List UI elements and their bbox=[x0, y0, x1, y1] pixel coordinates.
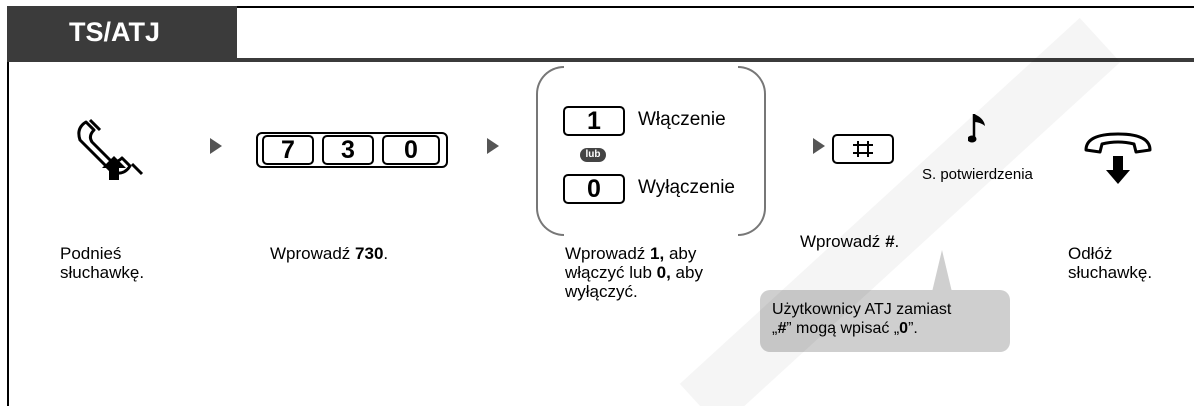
note-callout-pointer bbox=[932, 250, 952, 292]
header-rule bbox=[7, 58, 1194, 62]
key-3: 3 bbox=[322, 135, 374, 165]
step-arrow-2 bbox=[487, 138, 499, 154]
caption-hang-up: Odłóż słuchawkę. bbox=[1068, 244, 1153, 282]
confirmation-tone-icon bbox=[967, 112, 988, 146]
on-label: Włączenie bbox=[638, 109, 726, 130]
confirmation-tone-label: S. potwierdzenia bbox=[922, 166, 1033, 183]
caption-lift-handset: Podnieś słuchawkę. bbox=[60, 244, 145, 282]
choice-left-bracket bbox=[536, 66, 564, 236]
off-label: Wyłączenie bbox=[638, 177, 735, 198]
key-7: 7 bbox=[262, 135, 314, 165]
frame-top-border bbox=[7, 6, 1194, 8]
hash-key bbox=[832, 134, 894, 164]
key-0: 0 bbox=[382, 135, 440, 165]
step-arrow-3 bbox=[813, 138, 825, 154]
step-arrow-1 bbox=[210, 138, 222, 154]
handset-off-hook-icon bbox=[72, 118, 152, 184]
caption-enter-hash: Wprowadź #. bbox=[800, 232, 900, 251]
key-1: 1 bbox=[563, 106, 625, 136]
or-badge: lub bbox=[580, 148, 606, 162]
caption-enter-730: Wprowadź 730. bbox=[270, 244, 389, 263]
hash-key-glyph-icon bbox=[853, 141, 873, 157]
handset-on-hook-icon bbox=[1082, 128, 1154, 188]
frame-left-border bbox=[7, 6, 9, 406]
key-0-off: 0 bbox=[563, 174, 625, 204]
code-key-group bbox=[256, 132, 448, 168]
choice-right-bracket bbox=[738, 66, 766, 236]
section-title: TS/ATJ bbox=[7, 6, 237, 58]
caption-enter-1-or-0: Wprowadź 1, aby włączyć lub 0, aby wyłąc… bbox=[565, 244, 703, 301]
atj-note-callout: Użytkownicy ATJ zamiast „#” mogą wpisać … bbox=[760, 290, 1010, 352]
